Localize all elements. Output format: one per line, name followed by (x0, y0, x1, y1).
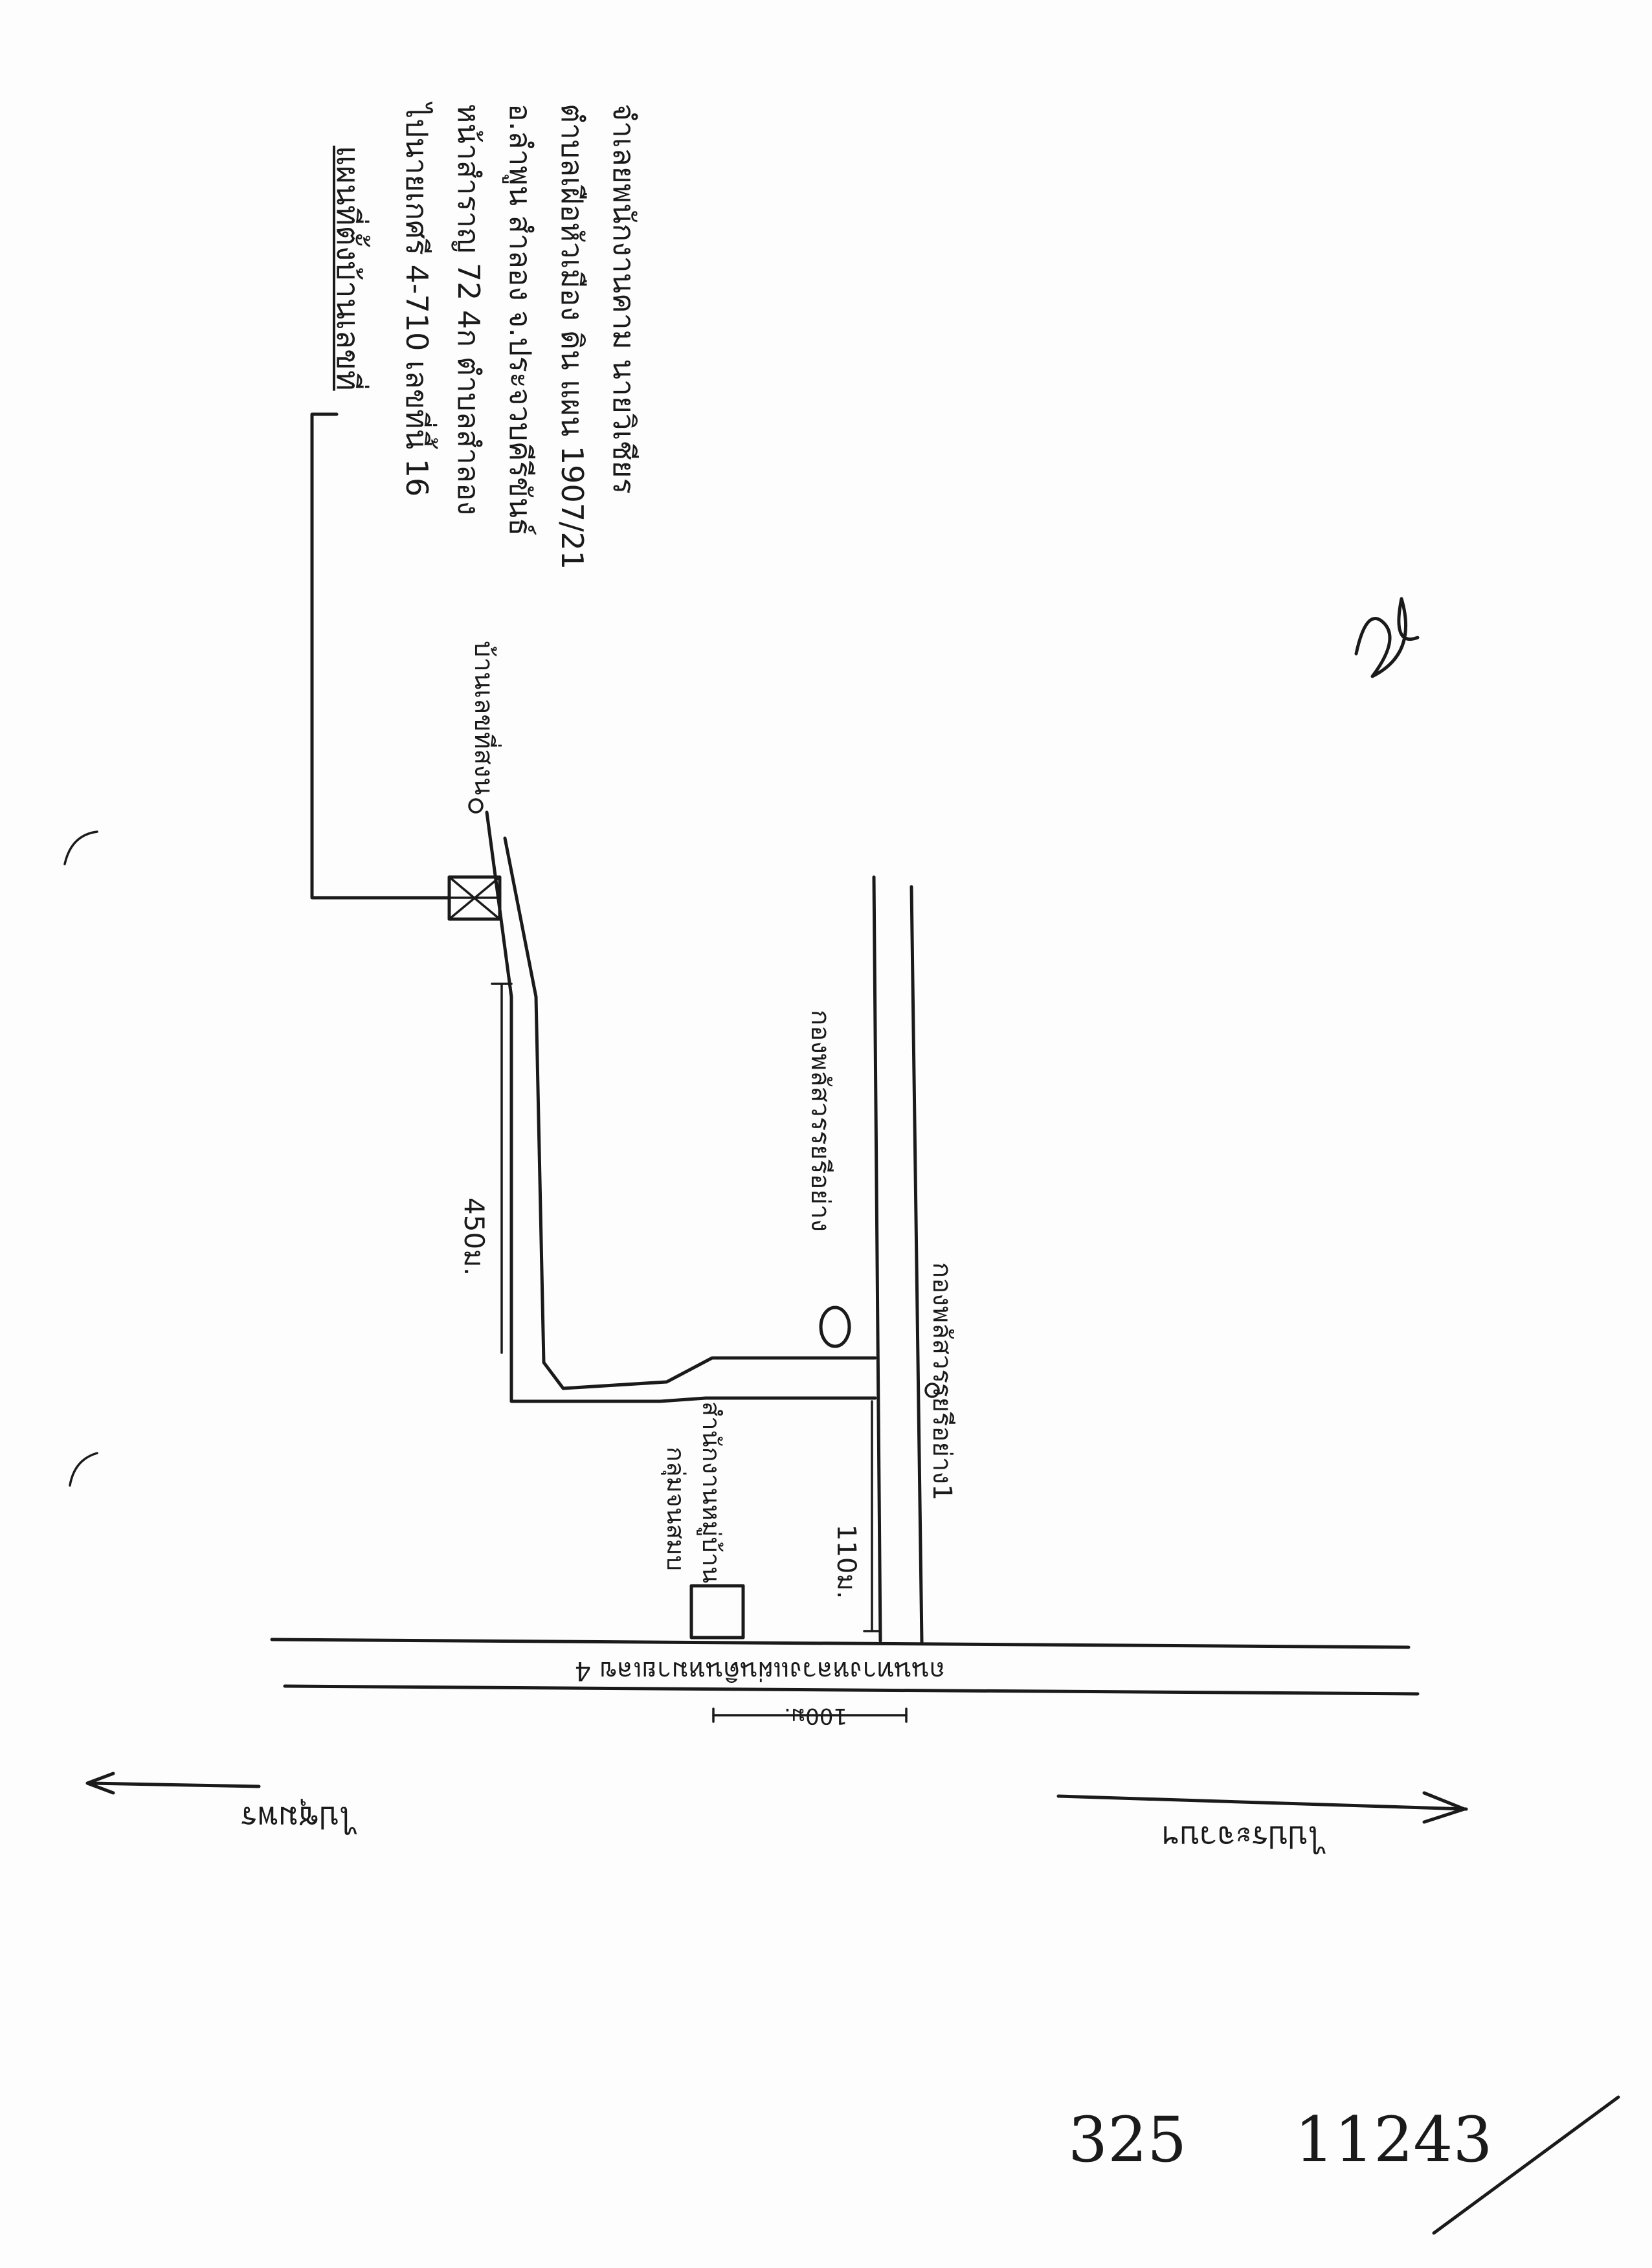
notes-line-3: อ.ลำพูน สำลอง จ.ประจวบคีรีขันธ์ (503, 104, 538, 537)
side-road-edge-left (872, 875, 882, 1643)
branch-road-edge-inner (485, 810, 877, 1403)
notes-line-2: หน้าสำราญ 72 4ก ตำบลสำลอง (451, 104, 486, 516)
water-tank-2-marker (819, 1306, 851, 1348)
main-road-edge-top (270, 1638, 1411, 1649)
building-label: สำนักงานหมู่บ้าน (697, 1401, 726, 1583)
notes-line-4: ตำบลเฝือหัวเมือง ดิน แผน 1907/21 (555, 104, 590, 570)
water-tank-1-marker (924, 1383, 940, 1398)
direction-right-line (1056, 1794, 1468, 1811)
house-leader-line (310, 412, 451, 900)
direction-left-line (89, 1781, 261, 1788)
water-tank-1-label: กองพลัสวรรยรีอย่าง1 (927, 1262, 957, 1501)
direction-right-label: ไปประจวบฯ (1162, 1819, 1324, 1855)
distance-100-label: 100ม. (783, 1703, 848, 1729)
main-road-edge-bottom (283, 1684, 1420, 1696)
notes-title: แผนที่ตั้งบ้านเลขที่ (329, 146, 366, 391)
direction-right-arrowhead (1422, 1791, 1466, 1824)
notes-line-5: จำเลยพนักงานคาม นายวิเชียร (607, 104, 642, 495)
direction-left-arrowhead (85, 1772, 115, 1795)
building-box (689, 1584, 745, 1640)
house-label: บ้านเลขที่สงน (469, 641, 498, 795)
main-road-label: ถนนทางหลวงแผ่นดินหมายเลข 4 (574, 1656, 945, 1685)
page-number-right: 11243 (1295, 2104, 1493, 2176)
water-tank-2-label: กองพลัสวรรยรีอย่าง (805, 1010, 835, 1232)
building-label-2: กลุ่มจนสมบ (662, 1447, 690, 1571)
side-road-edge-right (910, 885, 924, 1644)
direction-left-label: ไปชุมพร (240, 1799, 355, 1836)
scan-mark-2 (69, 1452, 98, 1487)
distance-450-label: 450ม. (458, 1197, 490, 1276)
signature-mark (1354, 597, 1420, 678)
notes-line-1: ไปนายเกศรี 4-710 เลขที่นี้ 16 (399, 104, 434, 497)
distance-110-label: 110ม. (831, 1524, 861, 1599)
branch-road-edge-outer (503, 836, 877, 1390)
scan-mark-1 (63, 830, 98, 865)
house-marker (468, 798, 484, 814)
pen-stroke (1432, 2095, 1620, 2235)
page-number-left: 325 (1068, 2104, 1187, 2176)
